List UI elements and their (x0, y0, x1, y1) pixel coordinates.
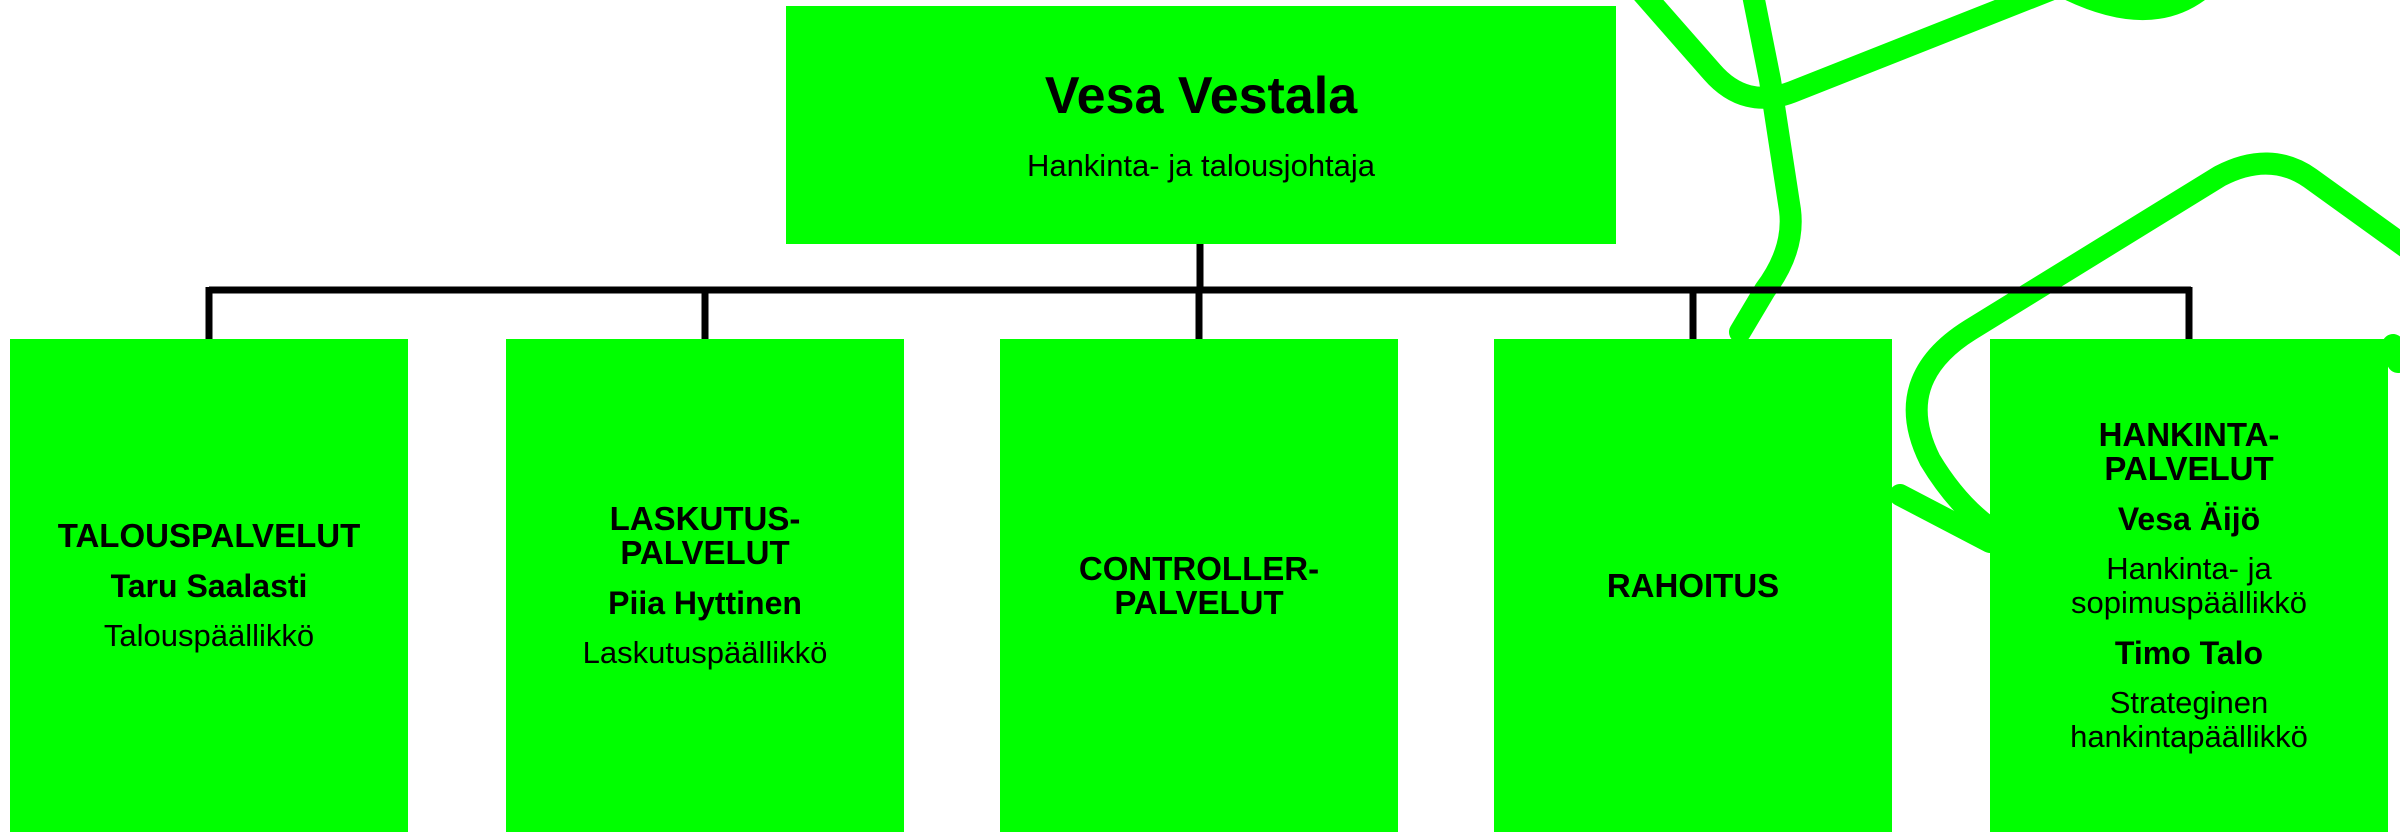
decor-line-diagonal (1729, 0, 1802, 343)
decor-line-lower (1889, 484, 2001, 553)
unit-box-controllerpalvelut: CONTROLLER- PALVELUT (1000, 339, 1398, 832)
person-role-line: hankintapäällikkö (2070, 718, 2308, 754)
unit-title-line: PALVELUT (620, 533, 790, 571)
person-name: Timo Talo (2114, 634, 2264, 671)
person-name: Vesa Äijö (2117, 500, 2261, 537)
unit-title-line: TALOUSPALVELUT (57, 516, 361, 554)
person-role-line: Talouspäällikkö (103, 617, 315, 653)
person-role: Strateginen hankintapäällikkö (2070, 684, 2308, 754)
decor-tick (2382, 334, 2400, 373)
unit-title: HANKINTA- PALVELUT (2098, 415, 2280, 487)
unit-title-line: LASKUTUS- (609, 499, 801, 537)
decor-curve-loop (2065, 0, 2205, 20)
person-role: Hankinta- ja sopimuspäällikkö (2070, 550, 2308, 620)
unit-title: RAHOITUS (1606, 566, 1780, 604)
head-role: Hankinta- ja talousjohtaja (1026, 148, 1376, 183)
unit-box-laskutuspalvelut: LASKUTUS- PALVELUT Piia Hyttinen Laskutu… (506, 339, 904, 832)
unit-title-line: CONTROLLER- (1078, 549, 1320, 587)
person-role-line: Laskutuspäällikkö (582, 634, 828, 670)
unit-box-hankintapalvelut: HANKINTA- PALVELUT Vesa Äijö Hankinta- j… (1990, 339, 2388, 832)
decor-curve-right (1905, 152, 2400, 546)
unit-title-line: PALVELUT (2104, 449, 2274, 487)
unit-title: LASKUTUS- PALVELUT (609, 499, 801, 571)
person-role-line: sopimuspäällikkö (2070, 584, 2308, 620)
person-role-line: Hankinta- ja (2106, 550, 2272, 586)
person-role: Laskutuspäällikkö (582, 634, 828, 670)
head-box: Vesa Vestala Hankinta- ja talousjohtaja (786, 6, 1616, 244)
person-role: Talouspäällikkö (103, 617, 315, 653)
unit-title-line: HANKINTA- (2098, 415, 2280, 453)
person-role-line: Strateginen (2109, 684, 2269, 720)
unit-title-line: RAHOITUS (1606, 566, 1780, 604)
unit-title-line: PALVELUT (1114, 583, 1284, 621)
unit-title: TALOUSPALVELUT (57, 516, 361, 554)
person-name: Piia Hyttinen (608, 584, 802, 621)
head-name: Vesa Vestala (1044, 67, 1358, 125)
person-name: Taru Saalasti (110, 567, 308, 604)
decor-curve-upper (1634, 0, 2055, 109)
unit-box-talouspalvelut: TALOUSPALVELUT Taru Saalasti Talouspääll… (10, 339, 408, 832)
unit-box-rahoitus: RAHOITUS (1494, 339, 1892, 832)
unit-title: CONTROLLER- PALVELUT (1078, 549, 1320, 621)
